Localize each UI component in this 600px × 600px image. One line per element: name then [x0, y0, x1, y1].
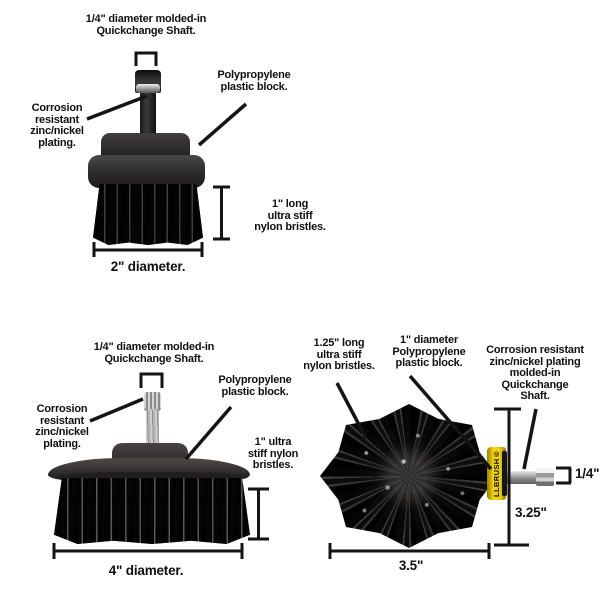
label-line: resistant: [34, 113, 80, 126]
four-inch-diameter-label: 4" diameter.: [108, 563, 184, 578]
two-inch-plating-pointer: [86, 94, 148, 121]
label-line: zinc/nickel: [30, 125, 84, 137]
label-line: plating.: [43, 437, 81, 450]
cylinder-hex-bit: [536, 468, 554, 486]
two-inch-plated-ring: [136, 84, 160, 93]
label-line: Quickchange: [501, 378, 569, 391]
two-inch-block-pointer: [197, 102, 248, 147]
label-line: Quickchange Shaft.: [104, 352, 204, 365]
cylinder-bristle-label: 1.25" long ultra stiff nylon bristles.: [303, 337, 375, 373]
two-inch-block-label: Polypropylene plastic block.: [217, 69, 291, 93]
label-line: 1.25" long: [313, 337, 365, 349]
label-line: nylon bristles.: [254, 221, 326, 233]
label-line: 1/4" diameter molded-in: [93, 341, 215, 353]
label-line: Polypropylene: [392, 345, 466, 358]
label-line: 1" ultra: [254, 436, 292, 448]
label-line: molded-in: [509, 367, 561, 379]
cylinder-shaft-label: Corrosion resistant zinc/nickel plating …: [486, 344, 584, 403]
label-line: bristles.: [252, 459, 294, 471]
label-line: stiff nylon: [247, 447, 299, 460]
label-line: Shaft.: [520, 390, 550, 402]
four-inch-shaft-shank: [146, 409, 159, 447]
label-line: Polypropylene: [217, 69, 291, 81]
cylinder-length-value: 3.25": [515, 505, 547, 520]
two-inch-shaft-label: 1/4" diameter molded-in Quickchange Shaf…: [85, 13, 207, 37]
label-line: 1" diameter: [399, 334, 459, 346]
cylinder-block-label: 1" diameter Polypropylene plastic block.: [392, 334, 466, 370]
two-inch-bristle-length-ibeam: [213, 185, 230, 241]
cylinder-width-value: 3.5": [398, 558, 424, 573]
two-inch-block-base: [88, 155, 205, 188]
two-inch-shaft-width-bracket: [134, 51, 158, 66]
four-inch-bristle-length-ibeam: [248, 487, 269, 541]
four-inch-diameter-measure-line: [52, 543, 244, 559]
two-inch-bristle-label: 1" long ultra stiff nylon bristles.: [254, 198, 326, 234]
label-line: plastic block.: [221, 385, 289, 398]
cylinder-shaft-shank: [507, 471, 537, 484]
label-line: Corrosion: [36, 403, 88, 415]
four-inch-shaft-label: 1/4" diameter molded-in Quickchange Shaf…: [93, 341, 215, 365]
brand-text: LLBRUSH®: [492, 449, 501, 498]
label-line: Corrosion resistant: [486, 344, 584, 356]
four-inch-block-label: Polypropylene plastic block.: [218, 374, 292, 398]
four-inch-shaft-width-bracket: [139, 372, 164, 388]
label-line: Quickchange Shaft.: [96, 24, 196, 37]
label-line: plastic block.: [220, 80, 288, 93]
label-line: zinc/nickel: [35, 426, 89, 438]
cylinder-shaft-diameter-value: 1/4": [575, 466, 600, 481]
label-line: nylon bristles.: [303, 360, 375, 372]
label-line: ultra stiff: [316, 348, 362, 361]
label-line: Polypropylene: [218, 374, 292, 386]
two-inch-bristles: [93, 184, 203, 245]
cylinder-bristles: [320, 404, 498, 548]
cylinder-shaft-diameter-bracket: [556, 466, 572, 485]
four-inch-block-pointer: [184, 405, 233, 461]
label-line: zinc/nickel plating: [489, 355, 581, 368]
label-line: 1/4" diameter molded-in: [85, 13, 207, 25]
label-line: ultra stiff: [267, 209, 313, 222]
four-inch-bristle-label: 1" ultra stiff nylon bristles.: [247, 436, 299, 472]
four-inch-plating-pointer: [89, 397, 144, 423]
label-line: plating.: [38, 136, 76, 149]
label-line: plastic block.: [395, 357, 463, 369]
four-inch-plating-label: Corrosion resistant zinc/nickel plating.: [35, 403, 89, 450]
label-line: resistant: [39, 414, 85, 427]
two-inch-plating-label: Corrosion resistant zinc/nickel plating.: [30, 102, 84, 149]
label-line: Corrosion: [31, 102, 83, 114]
four-inch-block-rim: [56, 472, 248, 482]
label-line: 1" long: [271, 198, 309, 210]
four-inch-bristles: [54, 478, 250, 544]
two-inch-diameter-label: 2" diameter.: [110, 259, 186, 274]
cylinder-shaft-pointer: [522, 408, 538, 470]
